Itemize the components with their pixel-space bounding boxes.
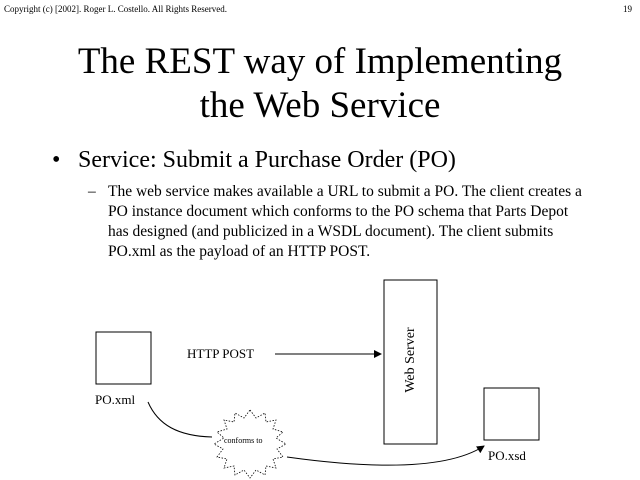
copyright-notice: Copyright (c) [2002]. Roger L. Costello.… [4,4,227,14]
page-number: 19 [623,4,632,14]
po-xsd-label: PO.xsd [488,448,526,463]
web-server-box [383,279,438,445]
slide-title-line-2: the Web Service [199,85,441,126]
bullet-marker: • [52,147,61,173]
po-xml-box [95,331,152,385]
po-xml-connector [147,401,213,438]
po-xsd-box [483,387,540,441]
slide-title-line-1: The REST way of Implementing [77,41,563,82]
bullet-text: Service: Submit a Purchase Order (PO) [78,147,456,173]
sub-bullet-marker: – [88,183,96,200]
conforms-to-burst [213,409,287,479]
sub-bullet-text: The web service makes available a URL to… [108,183,582,260]
conforms-to-arrow [286,445,485,466]
web-server-label: Web Server [403,327,418,393]
bullet-item: • Service: Submit a Purchase Order (PO) [52,145,456,175]
po-xml-label: PO.xml [95,392,136,407]
sub-bullet-item: – The web service makes available a URL … [88,182,588,262]
http-post-label: HTTP POST [187,346,255,361]
conforms-to-label: conforms to [224,436,263,445]
slide-title: The REST way of Implementing the Web Ser… [0,40,640,128]
